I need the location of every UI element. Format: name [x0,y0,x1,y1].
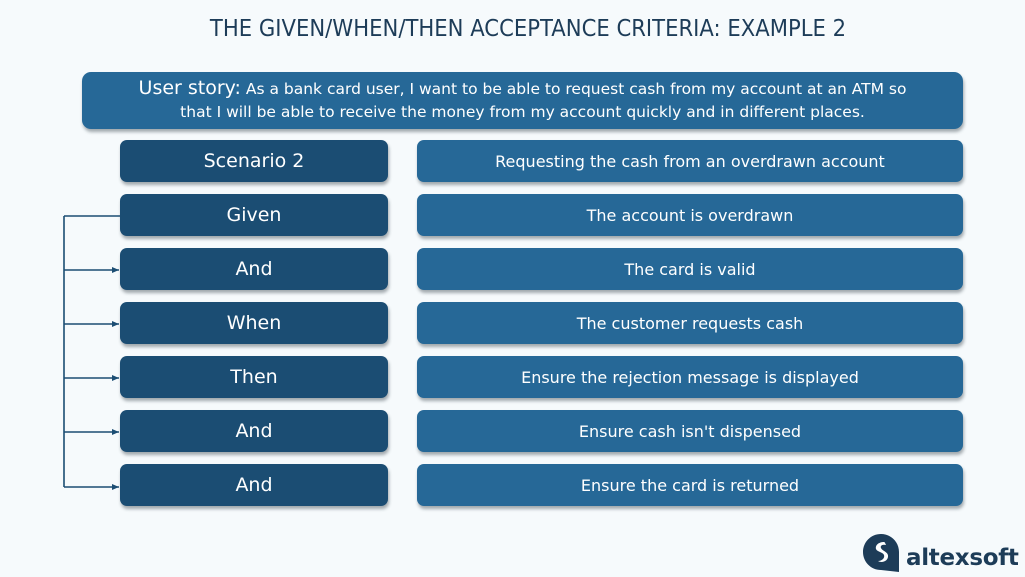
description-box-and-2: Ensure cash isn't dispensed [417,410,963,452]
description-label: Ensure the card is returned [580,475,800,495]
description-label: Ensure cash isn't dispensed [578,421,802,441]
user-story-line-2: that I will be able to receive the money… [180,103,865,121]
description-label: The customer requests cash [576,313,804,333]
keyword-box-scenario: Scenario 2 [120,140,388,182]
user-story-text-1: As a bank card user, I want to be able t… [240,80,907,98]
keyword-box-when: When [120,302,388,344]
description-label: The card is valid [624,259,756,279]
description-label: The account is overdrawn [586,205,794,225]
keyword-label: Given [226,204,282,226]
description-box-then: Ensure the rejection message is displaye… [417,356,963,398]
keyword-label: And [235,474,273,496]
altexsoft-logo-icon [863,534,899,572]
user-story-label: User story: [138,77,241,99]
altexsoft-logo: altexsoft [862,533,1019,573]
keyword-box-given: Given [120,194,388,236]
description-box-scenario: Requesting the cash from an overdrawn ac… [417,140,963,182]
keyword-box-and-1: And [120,248,388,290]
keyword-label: And [235,420,273,442]
description-label: Requesting the cash from an overdrawn ac… [495,151,885,171]
description-box-when: The customer requests cash [417,302,963,344]
description-label: Ensure the rejection message is displaye… [521,367,859,387]
page-title: THE GIVEN/WHEN/THEN ACCEPTANCE CRITERIA:… [209,16,847,42]
logo-text: altexsoft [906,545,1019,571]
keyword-label: When [226,312,282,334]
description-box-and-3: Ensure the card is returned [417,464,963,506]
keyword-label: Scenario 2 [203,150,305,172]
keyword-label: And [235,258,273,280]
description-box-and-1: The card is valid [417,248,963,290]
description-box-given: The account is overdrawn [417,194,963,236]
user-story-line-1: User story: As a bank card user, I want … [82,77,963,101]
keyword-label: Then [230,366,278,388]
keyword-box-and-3: And [120,464,388,506]
keyword-box-then: Then [120,356,388,398]
keyword-box-and-2: And [120,410,388,452]
user-story-box: User story: As a bank card user, I want … [82,72,963,129]
